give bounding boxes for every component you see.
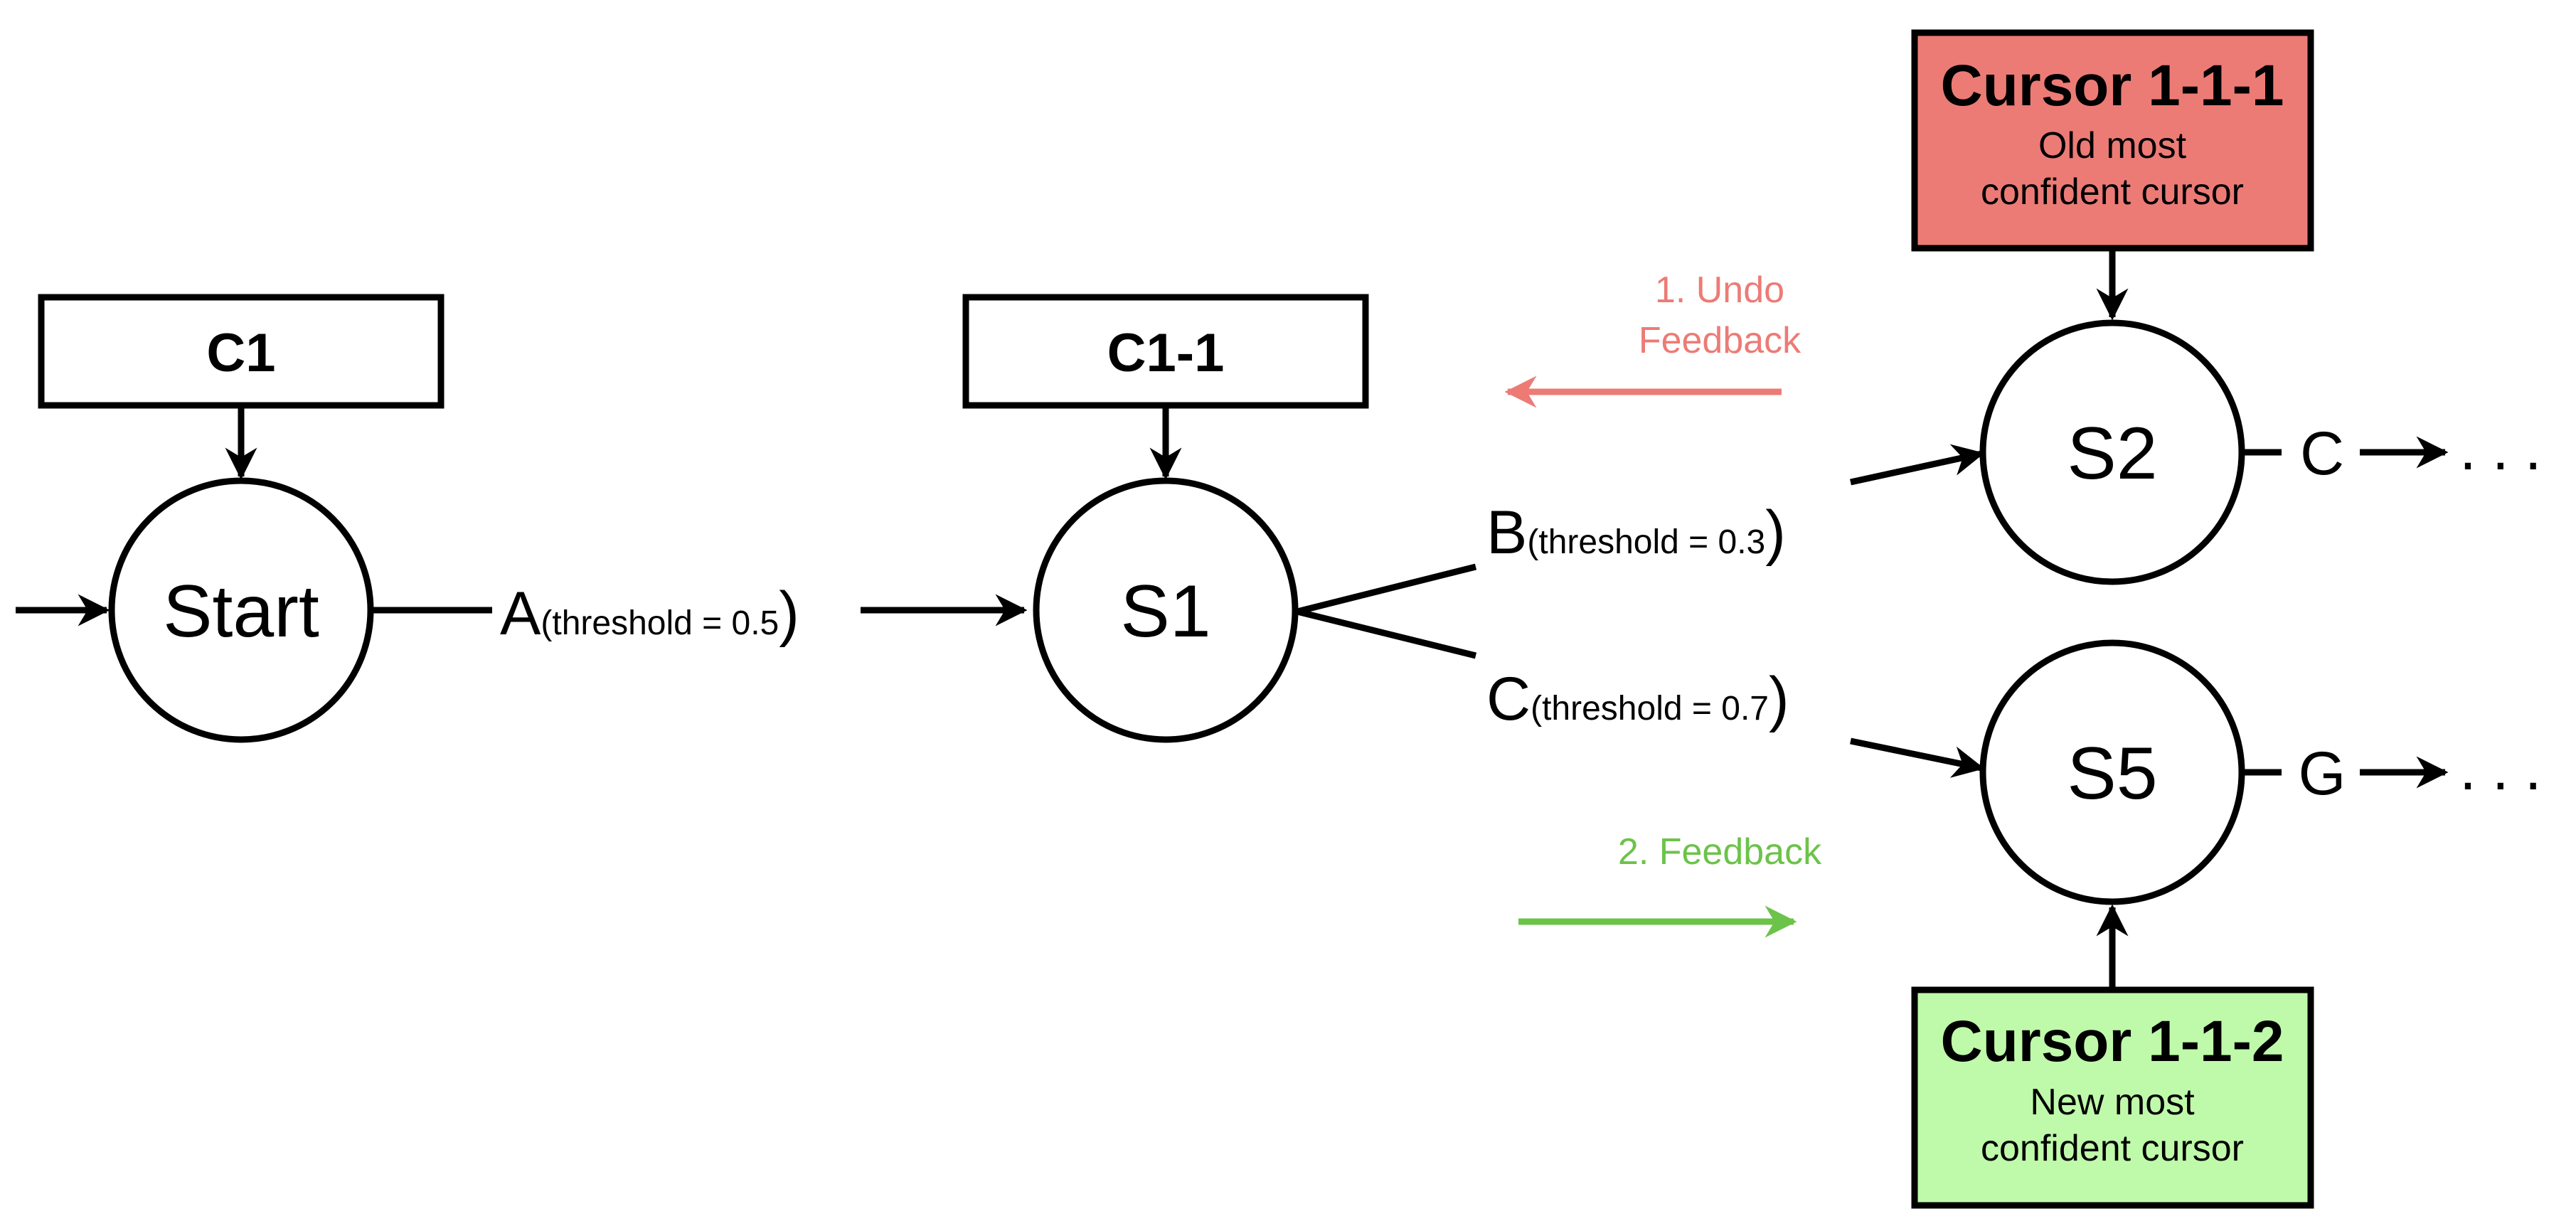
state-s1 xyxy=(1033,477,1299,743)
cursor-box-1-1-1-title: Cursor 1-1-1 xyxy=(1940,53,2284,118)
edge-a-threshold: (threshold = 0.5 xyxy=(541,604,779,642)
feedback-label: 2. Feedback xyxy=(1618,831,1822,873)
edge-c-label: C(threshold = 0.7) xyxy=(1486,665,1789,733)
edge-c-arrow xyxy=(1850,737,1985,778)
cursor-box-c1-1-label: C1-1 xyxy=(1107,323,1225,383)
s2-out-ellipsis: ... xyxy=(2459,415,2558,483)
cursor-box-1-1-1-line1: Old most xyxy=(2038,125,2187,166)
state-s2-label: S2 xyxy=(2067,412,2157,495)
state-s5-label: S5 xyxy=(2067,732,2157,815)
edge-b-close: ) xyxy=(1765,499,1786,567)
edge-a-close: ) xyxy=(779,580,799,648)
cursor-box-1-1-1 xyxy=(1911,29,2314,252)
cursor-box-c1-label: C1 xyxy=(206,323,275,383)
edge-b-letter: B xyxy=(1486,499,1527,567)
s2-out-label: C xyxy=(2300,420,2344,488)
cursor-box-1-1-2-title: Cursor 1-1-2 xyxy=(1940,1009,2284,1074)
edge-a-label: A(threshold = 0.5) xyxy=(500,580,799,648)
cursor-box-c1-1 xyxy=(962,294,1369,409)
cursor-box-1-1-2-line2: confident cursor xyxy=(1981,1128,2244,1169)
edge-b-threshold: (threshold = 0.3 xyxy=(1527,523,1765,561)
edge-c-close: ) xyxy=(1769,665,1789,733)
cursor-box-1-1-2 xyxy=(1911,986,2314,1209)
s5-out-ellipsis: ... xyxy=(2459,735,2558,803)
edge-c-letter: C xyxy=(1486,665,1531,733)
state-s1-label: S1 xyxy=(1120,570,1210,653)
state-start-label: Start xyxy=(163,570,319,653)
s5-out-label: G xyxy=(2299,740,2346,808)
edge-c-threshold: (threshold = 0.7 xyxy=(1531,690,1769,727)
edge-c-fork-line xyxy=(1296,608,1477,659)
undo-feedback-label-line1: 1. Undo xyxy=(1655,270,1784,311)
cursor-box-c1 xyxy=(38,294,445,409)
cursor-box-1-1-1-line2: confident cursor xyxy=(1981,171,2244,213)
edge-b-arrow xyxy=(1850,444,1985,486)
edge-b-fork-line xyxy=(1296,563,1477,615)
cursor-box-1-1-2-line1: New most xyxy=(2030,1082,2195,1123)
edge-a-letter: A xyxy=(500,580,541,648)
edge-b-label: B(threshold = 0.3) xyxy=(1486,499,1786,567)
undo-feedback-label-line2: Feedback xyxy=(1639,320,1801,361)
